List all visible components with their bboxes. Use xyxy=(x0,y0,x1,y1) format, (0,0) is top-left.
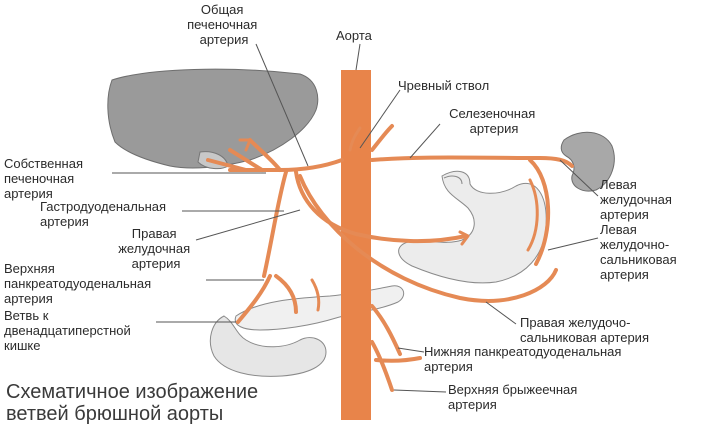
label-left-gastroepiploic: Левая желудочно- сальниковая артерия xyxy=(600,222,680,282)
diagram-caption: Схематичное изображение ветвей брюшной а… xyxy=(6,381,264,425)
inferior-pancreaticoduodenal-artery xyxy=(370,304,402,356)
left-gastric-artery xyxy=(370,124,394,152)
label-left-gastric: Левая желудочная артерия xyxy=(600,177,676,222)
left-gastroepiploic-artery xyxy=(528,158,551,266)
superior-mesenteric-artery xyxy=(370,340,422,392)
splenic-artery xyxy=(370,155,574,168)
label-superior-mesenteric: Верхняя брыжеечная артерия xyxy=(448,382,581,412)
duodenum-shape xyxy=(209,315,327,377)
gastroduodenal-artery xyxy=(262,170,288,278)
right-gastroepiploic-artery xyxy=(298,174,558,303)
label-inferior-pancreaticoduodenal: Нижняя панкреатодуоденальная артерия xyxy=(424,344,625,374)
superior-pancreaticoduodenal-artery xyxy=(236,274,298,324)
label-duodenal-branch: Ветвь к двенадцатиперстной кишке xyxy=(4,308,134,353)
label-splenic: Селезеночная артерия xyxy=(449,106,539,136)
label-superior-pancreaticoduodenal: Верхняя панкреатодуоденальная артерия xyxy=(4,261,155,306)
aorta-vessel xyxy=(341,70,371,420)
label-common-hepatic: Общая печеночная артерия xyxy=(187,2,261,47)
right-gastric-artery xyxy=(294,170,468,244)
proper-hepatic-artery xyxy=(206,138,282,172)
spleen-shape xyxy=(560,131,615,192)
label-proper-hepatic: Собственная печеночная артерия xyxy=(4,156,87,201)
stomach-shape xyxy=(398,170,547,284)
label-right-gastroepiploic: Правая желудочо- сальниковая артерия xyxy=(520,315,649,345)
label-aorta: Аорта xyxy=(336,28,373,43)
label-right-gastric: Правая желудочная артерия xyxy=(118,226,194,271)
label-gastroduodenal: Гастродуоденальная артерия xyxy=(40,199,170,229)
label-celiac-trunk: Чревный ствол xyxy=(398,78,489,93)
